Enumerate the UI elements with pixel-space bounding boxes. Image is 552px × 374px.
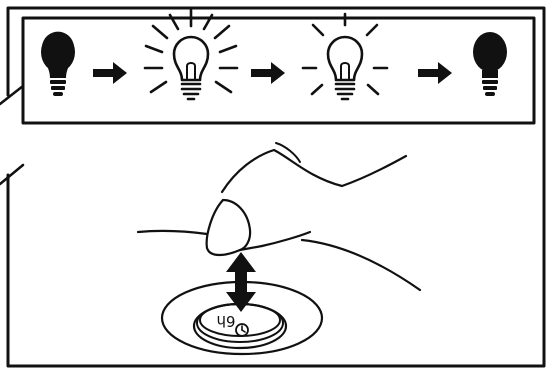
bulb-off-icon [41, 31, 75, 96]
bulb-dim-icon [301, 12, 389, 101]
clock-icon [235, 323, 249, 337]
timer-button[interactable]: 6h [160, 280, 324, 356]
bulb-bright-icon [143, 8, 239, 101]
outer-frame [6, 6, 546, 368]
light-sequence-panel [21, 16, 536, 125]
hand-illustration [136, 142, 422, 292]
arrow-right-icon [251, 62, 285, 84]
timer-button-label: 6h [216, 312, 235, 330]
callout-lines [0, 84, 25, 186]
arrow-right-icon [93, 62, 127, 84]
bulb-off-icon [473, 32, 507, 96]
arrow-right-icon [418, 62, 452, 84]
